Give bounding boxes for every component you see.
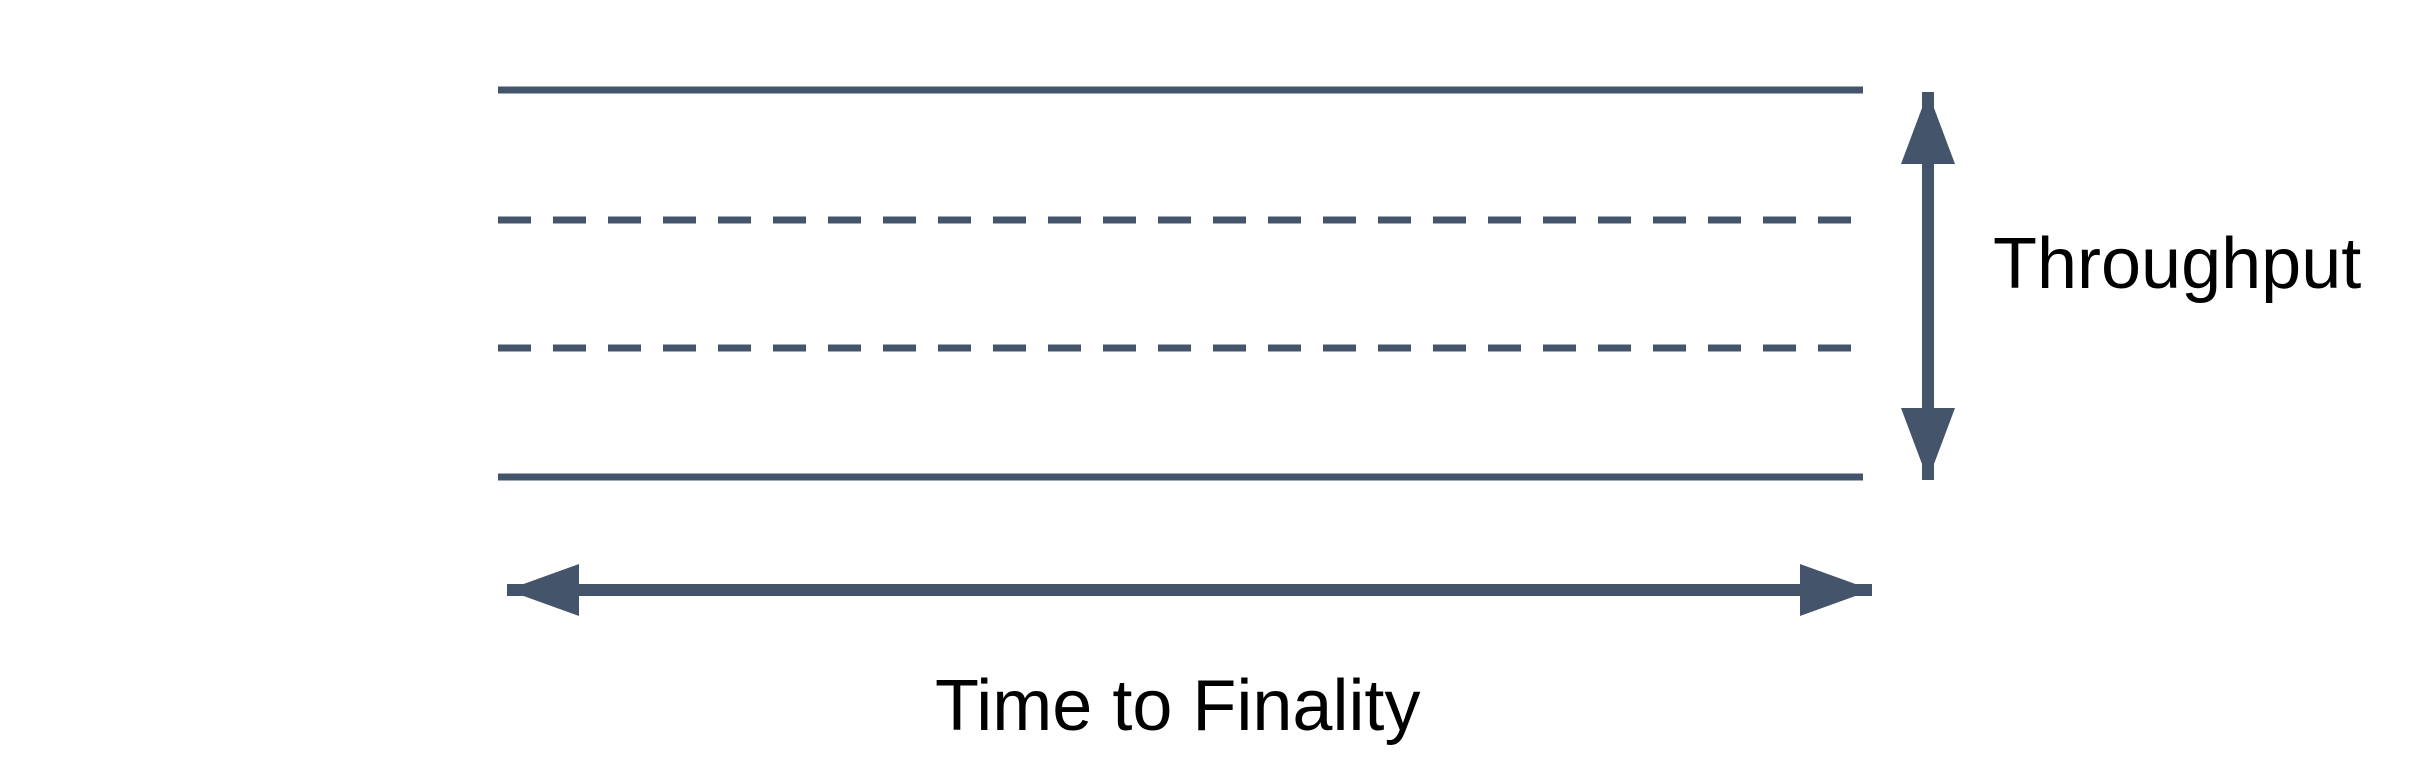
time-to-finality-arrow (507, 564, 1872, 616)
time-to-finality-arrow-head-left (507, 564, 579, 616)
throughput-axis-label: Throughput (1993, 224, 2362, 304)
time-to-finality-arrow-shaft (507, 584, 1872, 596)
throughput-arrow (1901, 92, 1955, 480)
throughput-arrow-head-down (1901, 408, 1955, 480)
time-to-finality-axis-label: Time to Finality (935, 666, 1421, 746)
throughput-arrow-shaft (1922, 92, 1934, 480)
lane-group (498, 86, 1863, 481)
throughput-arrow-head-up (1901, 92, 1955, 164)
time-to-finality-arrow-head-right (1800, 564, 1872, 616)
